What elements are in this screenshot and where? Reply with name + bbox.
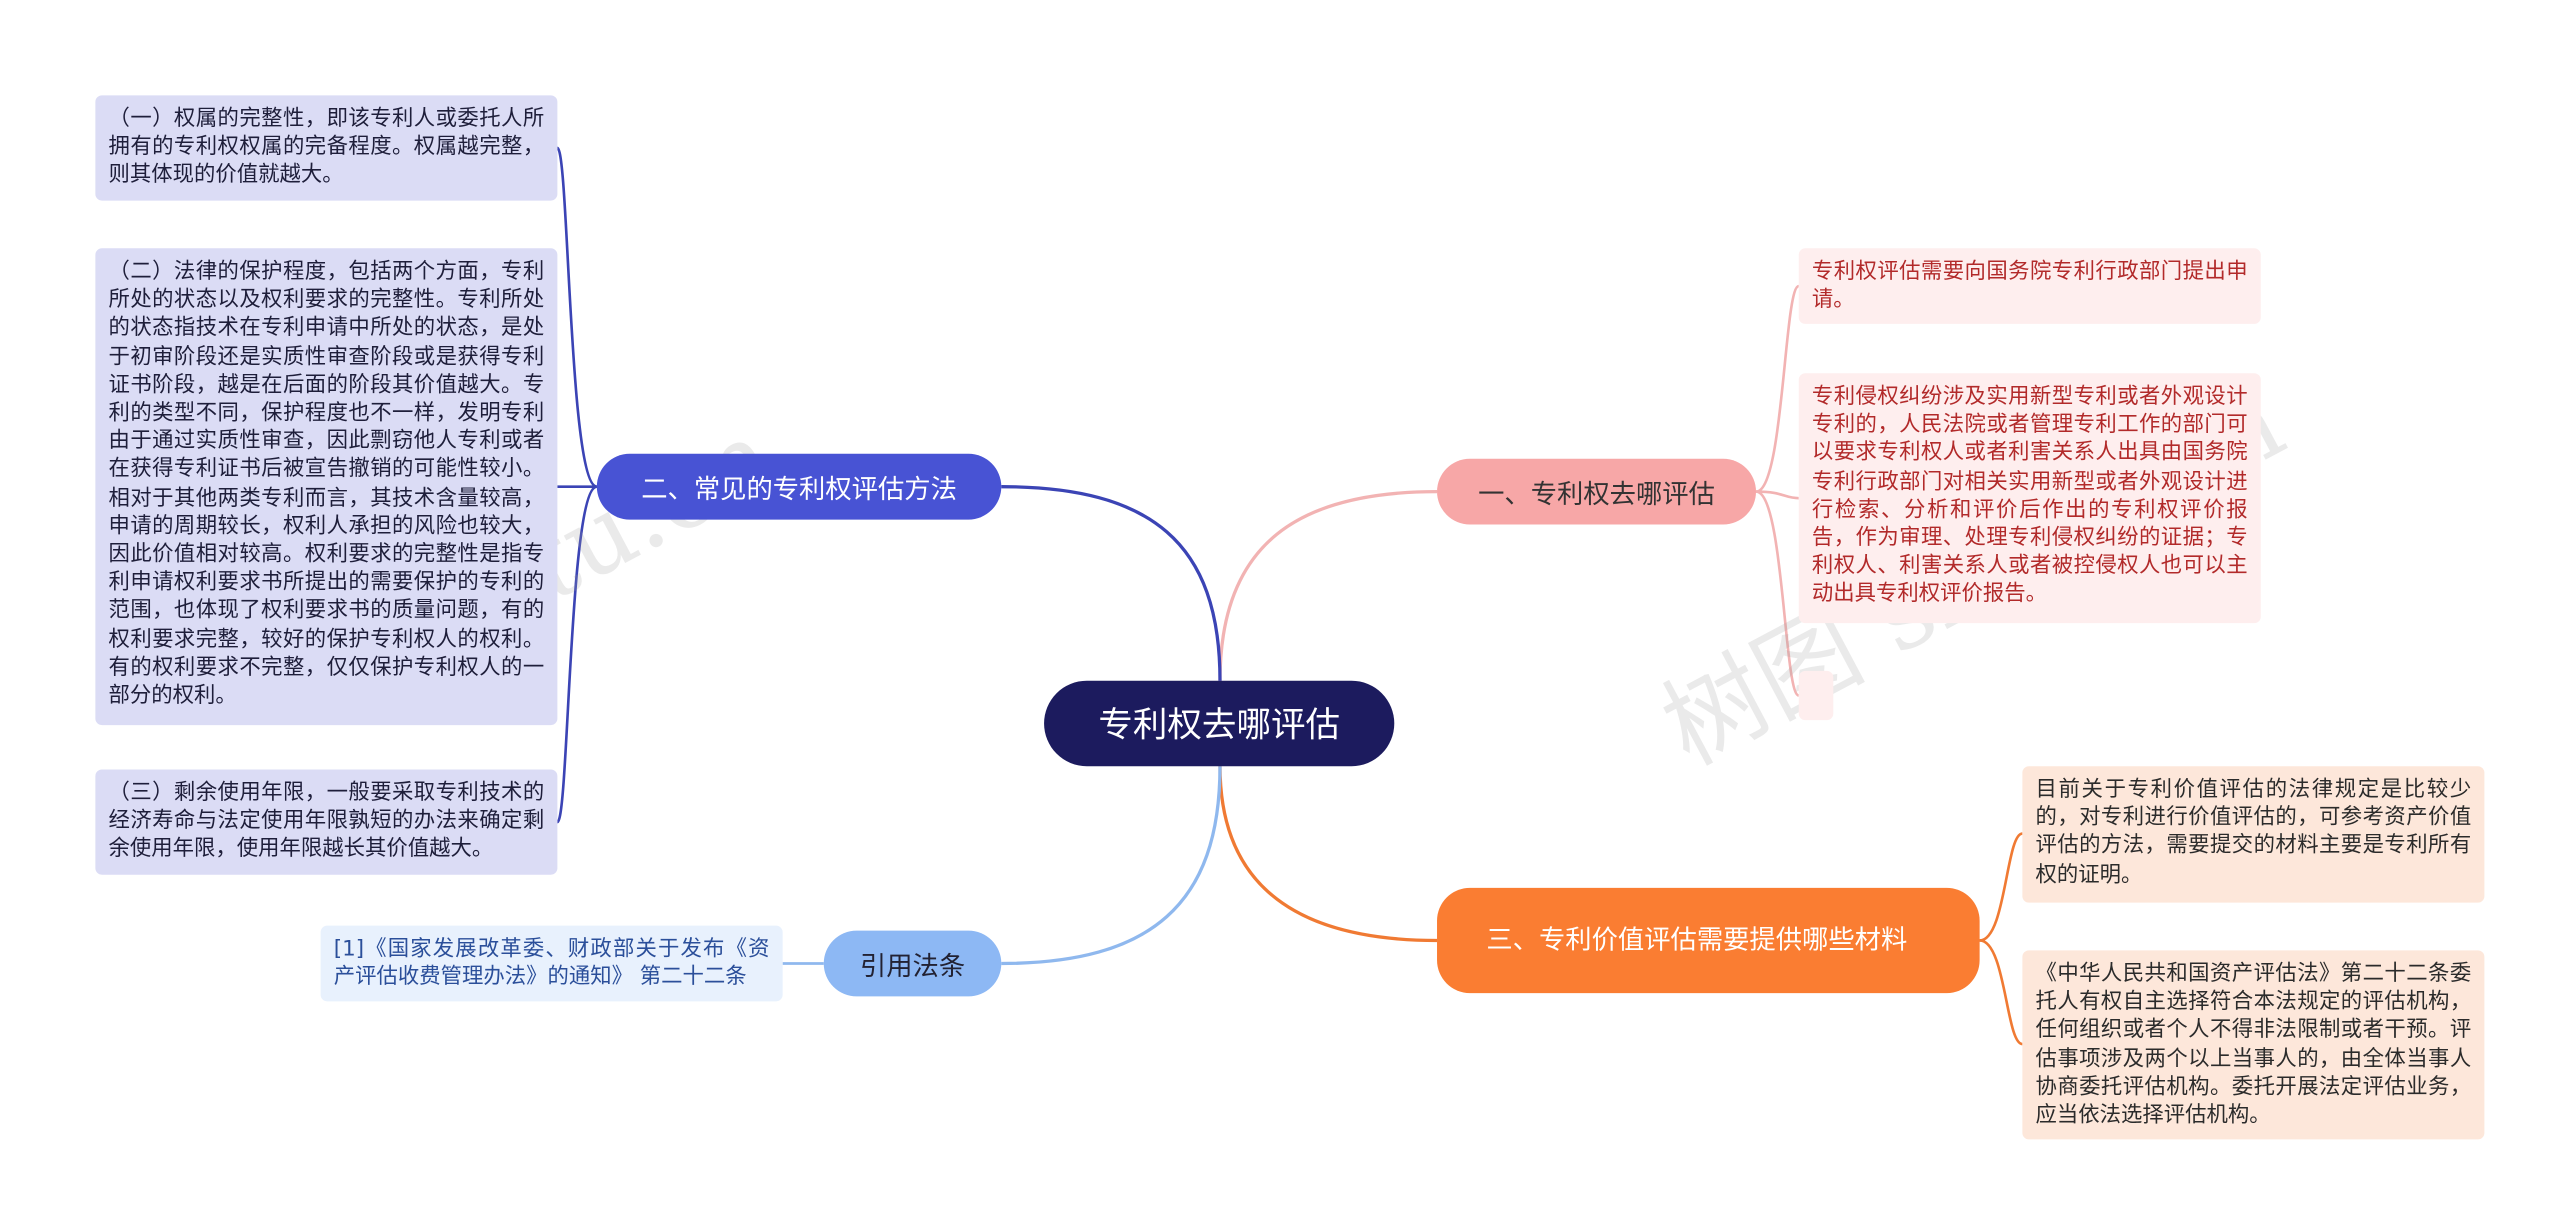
leaf-materials-asset-law[interactable]: 《中华人民共和国资产评估法》第二十二条委托人有权自主选择符合本法规定的评估机构，… [2022,950,2485,1140]
link-methods-3 [556,485,598,824]
leaf-where-evaluation-report[interactable]: 专利侵权纠纷涉及实用新型专利或者外观设计专利的，人民法院或者管理专利工作的部门可… [1798,373,2261,624]
link-root-materials [1218,766,1438,943]
leaf-materials-ownership-proof[interactable]: 目前关于专利价值评估的法律规定是比较少的，对专利进行价值评估的，可参考资产价值评… [2022,766,2485,903]
branch-required-materials[interactable]: 三、专利价值评估需要提供哪些材料 [1437,887,1980,994]
branch-citations[interactable]: 引用法条 [823,930,1002,997]
link-root-where [1218,489,1438,681]
link-root-methods [1001,485,1222,681]
leaf-where-application[interactable]: 专利权评估需要向国务院专利行政部门提出申请。 [1798,248,2261,324]
link-where-2 [1756,490,1799,500]
link-where-1 [1755,284,1801,493]
branch-evaluation-methods[interactable]: 二、常见的专利权评估方法 [596,453,1002,520]
root-node[interactable]: 专利权去哪评估 [1044,680,1395,767]
link-where-3 [1755,490,1801,697]
link-materials-2 [1979,939,2023,1046]
leaf-method-remaining-life[interactable]: （三）剩余使用年限，一般要采取专利技术的经济寿命与法定使用年限孰短的办法来确定剩… [95,769,558,875]
branch-where-to-evaluate[interactable]: 一、专利权去哪评估 [1437,458,1757,525]
leaf-method-legal-protection[interactable]: （二）法律的保护程度，包括两个方面，专利所处的状态以及权利要求的完整性。专利所处… [95,248,558,726]
link-materials-1 [1979,832,2023,942]
leaf-method-ownership[interactable]: （一）权属的完整性，即该专利人或委托人所拥有的专利权权属的完备程度。权属越完整，… [95,95,558,201]
link-root-citations [1001,766,1222,966]
link-methods-1 [556,146,598,488]
leaf-where-empty[interactable] [1798,670,1834,721]
leaf-citation-1[interactable]: [1]《国家发展改革委、财政部关于发布《资产评估收费管理办法》的通知》 第二十二… [320,925,783,1002]
